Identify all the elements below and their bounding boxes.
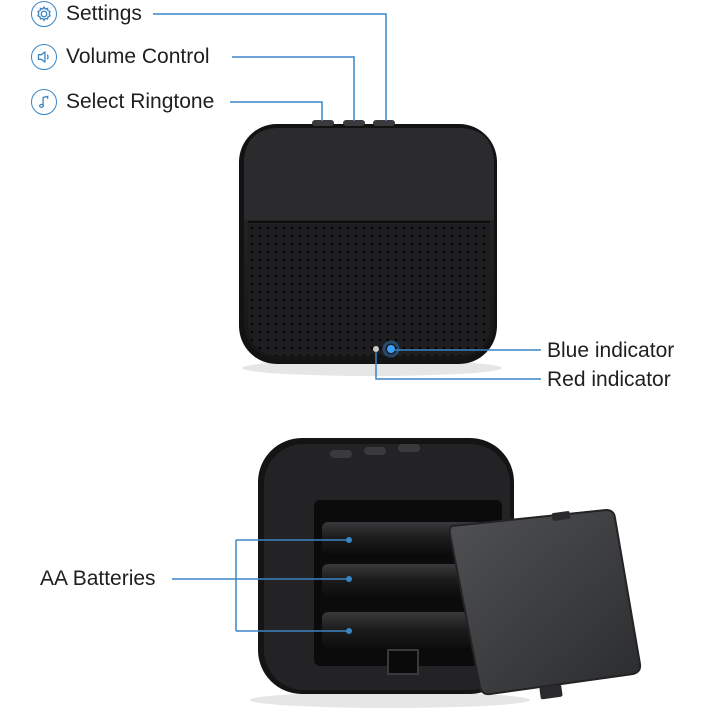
volume-control-label: Volume Control <box>66 45 210 68</box>
select-ringtone-label: Select Ringtone <box>66 90 215 113</box>
battery-device <box>250 438 642 708</box>
speaker-icon <box>31 44 57 70</box>
red-indicator-label: Red indicator <box>547 368 671 391</box>
battery-3 <box>322 612 502 648</box>
button-2[interactable] <box>364 447 386 455</box>
music-note-icon <box>31 89 57 115</box>
battery-cover[interactable] <box>448 508 642 696</box>
volume-button[interactable] <box>343 120 365 126</box>
red-indicator-led <box>373 346 379 352</box>
blue-indicator-label: Blue indicator <box>547 339 675 362</box>
button-1[interactable] <box>330 450 352 458</box>
battery-leader-lines <box>172 539 349 632</box>
speaker-grille <box>248 224 490 356</box>
ringtone-button[interactable] <box>312 120 334 126</box>
blue-indicator-led <box>387 345 395 353</box>
receiver-device <box>239 120 502 376</box>
leader-lines <box>153 13 541 380</box>
aa-batteries-label: AA Batteries <box>40 567 156 590</box>
button-3[interactable] <box>398 444 420 452</box>
gear-icon <box>31 1 57 27</box>
settings-label: Settings <box>66 2 142 25</box>
settings-button[interactable] <box>373 120 395 126</box>
